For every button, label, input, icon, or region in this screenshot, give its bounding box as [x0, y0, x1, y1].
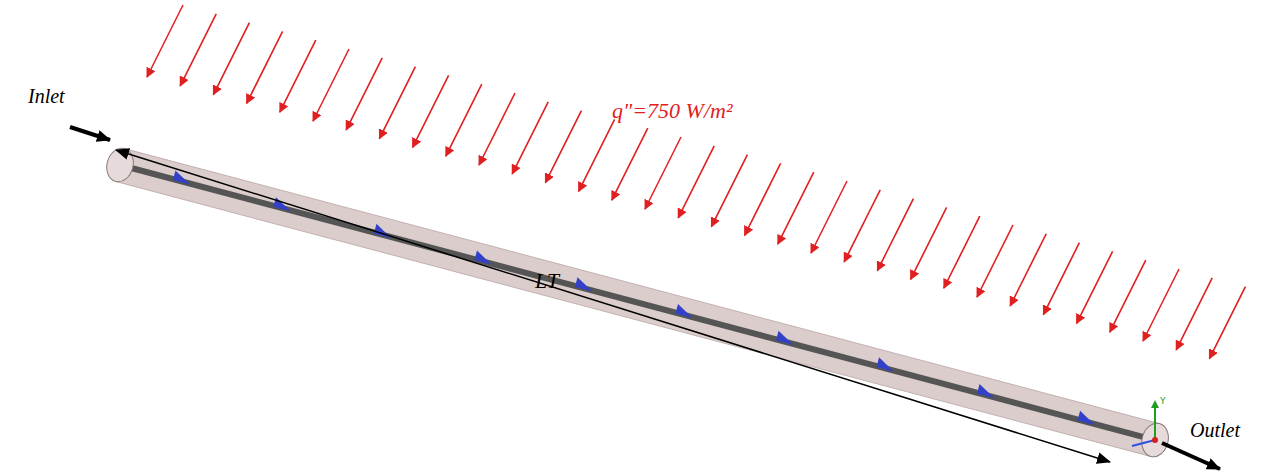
flux-arrow	[213, 23, 249, 95]
length-dimension	[116, 150, 1110, 462]
flux-arrow	[479, 93, 515, 165]
tube	[103, 145, 1172, 460]
flux-arrow	[579, 119, 615, 191]
flux-arrow	[446, 84, 482, 156]
flux-arrow	[612, 128, 648, 200]
flux-arrow	[944, 216, 980, 288]
flux-arrow	[811, 181, 847, 253]
flow-marker	[575, 277, 595, 291]
flow-marker	[876, 357, 896, 371]
inlet-arrow	[70, 127, 110, 140]
flux-arrow	[1176, 278, 1212, 350]
flux-arrow	[844, 190, 880, 262]
flux-arrow	[545, 111, 581, 183]
flux-arrow	[180, 14, 216, 86]
flux-arrow	[645, 137, 681, 209]
axis-triad	[1132, 400, 1159, 446]
flux-arrow	[247, 31, 283, 103]
length-label: LT	[535, 270, 559, 292]
flux-arrow	[711, 155, 747, 227]
flux-arrow	[512, 102, 548, 174]
flux-arrow	[1110, 260, 1146, 332]
flow-marker	[675, 304, 695, 318]
flux-arrow	[413, 75, 449, 147]
flow-marker	[776, 331, 796, 345]
axis-label: Y	[1160, 397, 1166, 406]
flux-arrow	[313, 49, 349, 121]
inlet-label: Inlet	[28, 86, 65, 106]
flux-arrow	[1143, 269, 1179, 341]
flux-arrow	[280, 40, 316, 112]
flux-arrow	[778, 172, 814, 244]
outlet-arrow	[1162, 443, 1220, 469]
flux-arrow	[1077, 251, 1113, 323]
flux-arrow	[147, 5, 183, 77]
outlet-label: Outlet	[1190, 420, 1240, 440]
heat-flux-label: q"=750 W/m²	[612, 100, 733, 122]
flux-arrow	[1010, 234, 1046, 306]
flux-arrow	[911, 207, 947, 279]
flux-arrow	[678, 146, 714, 218]
flow-marker	[977, 384, 997, 398]
flux-arrow	[346, 58, 382, 130]
flux-arrow	[1043, 243, 1079, 315]
flux-arrow	[379, 67, 415, 139]
flow-marker	[1078, 411, 1098, 425]
flux-arrow	[745, 163, 781, 235]
flux-arrow	[1209, 287, 1245, 359]
flux-arrow	[877, 199, 913, 271]
flux-arrow	[977, 225, 1013, 297]
